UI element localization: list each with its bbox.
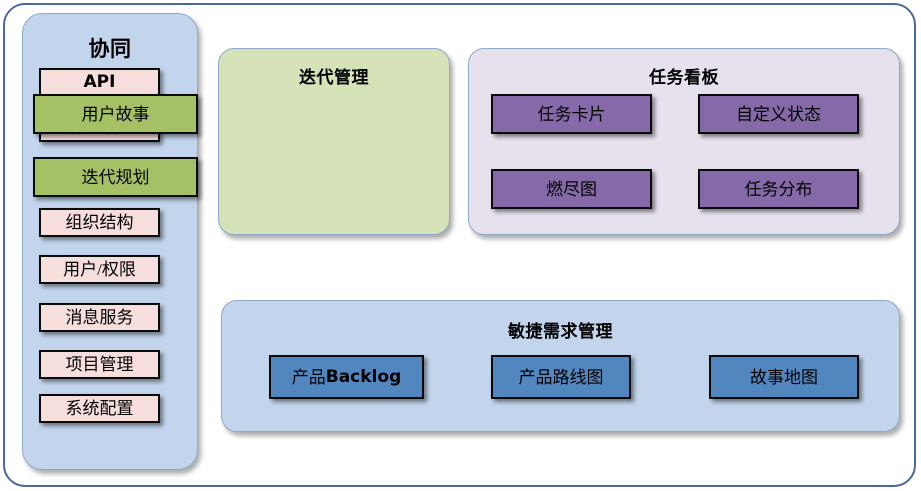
sidebar-item-label: 用户/权限	[63, 260, 136, 279]
sidebar-item-project-management[interactable]: 项目管理	[39, 350, 160, 379]
task-item-burndown-chart[interactable]: 燃尽图	[491, 169, 652, 209]
agile-item-label: 产品	[291, 367, 326, 387]
agile-item-product-roadmap[interactable]: 产品路线图	[491, 355, 631, 399]
agile-item-label: 故事地图	[750, 367, 818, 387]
task-item-label: 燃尽图	[546, 179, 597, 199]
sidebar-item-user-permission[interactable]: 用户/权限	[39, 255, 160, 284]
task-item-label: 自定义状态	[736, 104, 821, 124]
sidebar-item-message-service[interactable]: 消息服务	[39, 303, 160, 332]
iteration-management-panel: 迭代管理	[218, 48, 450, 235]
agile-item-label: 产品路线图	[518, 367, 604, 387]
task-item-task-card[interactable]: 任务卡片	[491, 94, 652, 134]
sidebar-title: 协同	[88, 37, 132, 61]
agile-item-label-latin: Backlog	[325, 366, 402, 387]
sidebar-item-label: API	[83, 72, 116, 92]
task-item-label: 任务分布	[744, 179, 813, 199]
iteration-item-user-story[interactable]: 用户故事	[33, 94, 198, 134]
iteration-item-label: 用户故事	[81, 104, 150, 124]
iteration-item-iteration-planning[interactable]: 迭代规划	[33, 157, 198, 197]
agile-item-story-map[interactable]: 故事地图	[709, 355, 859, 399]
task-board-title: 任务看板	[649, 68, 719, 88]
sidebar-item-api[interactable]: API	[39, 68, 160, 97]
sidebar-item-label: 项目管理	[65, 355, 134, 374]
sidebar-item-label: 消息服务	[65, 308, 134, 327]
task-item-custom-status[interactable]: 自定义状态	[698, 94, 859, 134]
sidebar-item-org-structure[interactable]: 组织结构	[39, 208, 160, 237]
iteration-item-label: 迭代规划	[81, 167, 150, 187]
sidebar-item-label: 系统配置	[65, 399, 134, 418]
task-item-task-distribution[interactable]: 任务分布	[698, 169, 859, 209]
task-item-label: 任务卡片	[537, 104, 606, 124]
agile-requirement-title: 敏捷需求管理	[508, 322, 613, 342]
sidebar-item-system-config[interactable]: 系统配置	[39, 394, 160, 423]
sidebar-item-label: 组织结构	[65, 213, 134, 232]
iteration-management-title: 迭代管理	[299, 68, 369, 88]
